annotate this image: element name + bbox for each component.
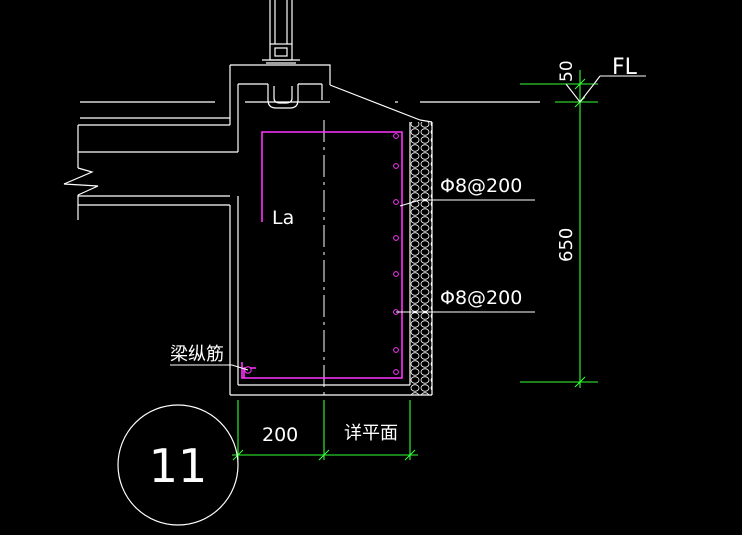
- stirrup-rebar: [241, 131, 403, 379]
- rebar-upper-label: Φ8@200: [440, 175, 522, 197]
- fl-label: FL: [612, 55, 638, 80]
- upper-column: [262, 0, 300, 64]
- rebar-leaders: [170, 199, 535, 371]
- detail-number-label: 11: [149, 439, 208, 493]
- dim-650-label: 650: [556, 228, 577, 262]
- detail-number-circle: [117, 404, 239, 526]
- beam-bars-label: 梁纵筋: [170, 344, 224, 365]
- anchorage-label: La: [272, 207, 294, 229]
- dim-200-label: 200: [262, 424, 298, 446]
- left-slab: [63, 124, 238, 220]
- floor-level-line: [80, 101, 540, 119]
- dim-detail-label: 详平面: [344, 423, 398, 444]
- rebar-lower-label: Φ8@200: [440, 287, 522, 309]
- dim-50-label: 50: [557, 60, 577, 82]
- bottom-dimension: [232, 400, 418, 461]
- floor-level-symbol: [565, 75, 646, 103]
- upstand-outline: [229, 64, 421, 121]
- longitudinal-bars: [244, 133, 399, 375]
